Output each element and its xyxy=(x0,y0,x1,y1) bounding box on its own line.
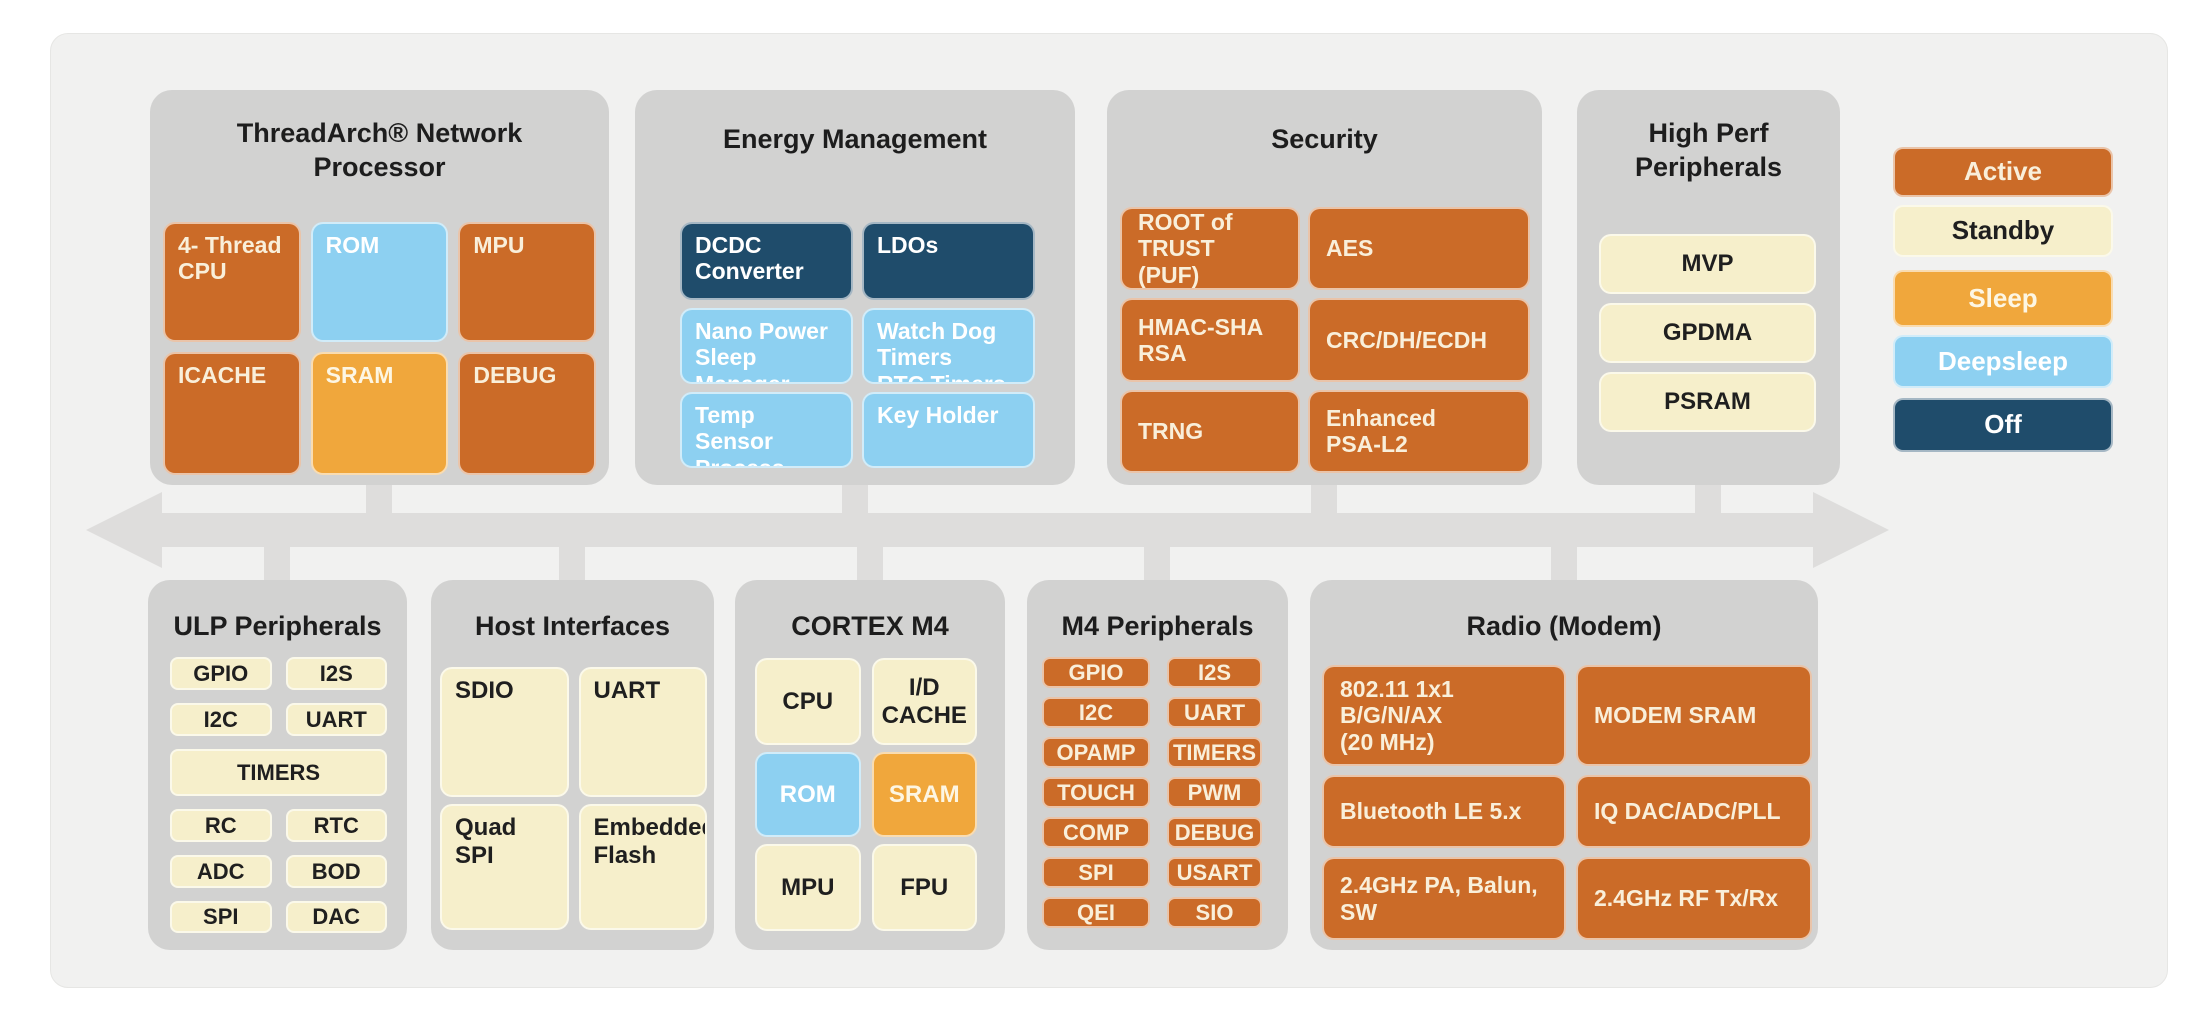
tile-ulp-timers: TIMERS xyxy=(170,749,387,796)
group-title-m4p: M4 Peripherals xyxy=(1061,611,1254,641)
tile-ulp-adc: ADC xyxy=(170,855,272,888)
tile-m4p-debug: DEBUG xyxy=(1167,817,1262,848)
tile-security-trng: TRNG xyxy=(1120,389,1300,473)
group-threadarch-network-processor: ThreadArch® Network Processor 4- Thread … xyxy=(150,90,609,485)
tile-highperf-psram: PSRAM xyxy=(1599,372,1816,432)
tile-energy-ldos: LDOs xyxy=(862,222,1035,300)
tile-m4p-pwm: PWM xyxy=(1167,777,1262,808)
tile-host-uart: UART xyxy=(578,667,707,797)
tile-m4p-comp: COMP xyxy=(1042,817,1150,848)
group-title-threadarch: ThreadArch® Network Processor xyxy=(236,118,523,182)
tile-ulp-bod: BOD xyxy=(285,855,387,888)
tile-cortex-id-cache: I/D CACHE xyxy=(871,658,977,745)
group-title-energy: Energy Management xyxy=(722,124,988,154)
group-title-highperf: High Perf Peripherals xyxy=(1634,118,1783,182)
tile-m4p-timers: TIMERS xyxy=(1167,737,1262,768)
system-bus xyxy=(160,513,1815,547)
tile-cortex-sram: SRAM xyxy=(871,752,977,837)
group-title-radio: Radio (Modem) xyxy=(1466,611,1662,641)
tile-m4p-i2c: I2C xyxy=(1042,697,1150,728)
tile-m4p-i2s: I2S xyxy=(1167,657,1262,688)
group-title-cortex: CORTEX M4 xyxy=(791,611,949,641)
tile-cortex-mpu: MPU xyxy=(755,844,861,931)
tile-host-quad-spi: Quad SPI xyxy=(440,804,569,930)
tile-m4p-spi: SPI xyxy=(1042,857,1150,888)
tile-ulp-spi: SPI xyxy=(170,901,272,933)
tile-energy-dcdc-converter: DCDC Converter xyxy=(680,222,853,300)
tile-ulp-rc: RC xyxy=(170,809,272,842)
legend-item-active: Active xyxy=(1893,147,2113,197)
group-radio-modem: Radio (Modem) 802.11 1x1 B/G/N/AX (20 MH… xyxy=(1310,580,1818,950)
tile-host-sdio: SDIO xyxy=(440,667,569,797)
tile-security-hmac-sha-rsa: HMAC-SHA RSA xyxy=(1120,298,1300,382)
tile-m4p-uart: UART xyxy=(1167,697,1262,728)
group-security: Security ROOT of TRUST (PUF) AES HMAC-SH… xyxy=(1107,90,1542,485)
tile-radio-iq-dac-adc-pll: IQ DAC/ADC/PLL xyxy=(1576,775,1812,848)
tile-energy-key-holder: Key Holder xyxy=(862,392,1035,468)
tile-cortex-rom: ROM xyxy=(755,752,861,837)
legend-item-off: Off xyxy=(1893,398,2113,452)
group-title-ulp: ULP Peripherals xyxy=(173,611,382,641)
tile-m4p-usart: USART xyxy=(1167,857,1262,888)
tile-threadarch-rom: ROM xyxy=(310,222,449,342)
tile-radio-24ghz-rf-tx-rx: 2.4GHz RF Tx/Rx xyxy=(1576,857,1812,940)
tile-security-aes: AES xyxy=(1308,207,1530,291)
bus-stub-threadarch xyxy=(366,480,392,520)
bus-right-arrowhead-icon xyxy=(1813,492,1889,568)
group-m4-peripherals: M4 Peripherals GPIO I2S I2C UART OPAMP T… xyxy=(1027,580,1288,950)
tile-m4p-gpio: GPIO xyxy=(1042,657,1150,688)
tile-energy-watchdog-rtc-timers: Watch Dog Timers RTC Timers xyxy=(862,308,1035,384)
tile-energy-nano-power-sleep-manager: Nano Power Sleep Manager xyxy=(680,308,853,384)
legend-item-deepsleep: Deepsleep xyxy=(1893,335,2113,388)
group-cortex-m4: CORTEX M4 CPU I/D CACHE ROM SRAM MPU FPU xyxy=(735,580,1005,950)
tile-radio-24ghz-pa-balun-sw: 2.4GHz PA, Balun, SW xyxy=(1322,857,1566,940)
bus-left-arrowhead-icon xyxy=(86,492,162,568)
tile-radio-bluetooth-le: Bluetooth LE 5.x xyxy=(1322,775,1566,848)
tile-m4p-touch: TOUCH xyxy=(1042,777,1150,808)
tile-m4p-qei: QEI xyxy=(1042,897,1150,928)
group-high-perf-peripherals: High Perf Peripherals MVP GPDMA PSRAM xyxy=(1577,90,1840,485)
tile-ulp-uart: UART xyxy=(285,703,387,736)
tile-security-enhanced-psa-l2: Enhanced PSA-L2 xyxy=(1308,389,1530,473)
tile-energy-temp-process-sensor: Temp Sensor Process Sensor xyxy=(680,392,853,468)
tile-cortex-fpu: FPU xyxy=(871,844,977,931)
tile-m4p-opamp: OPAMP xyxy=(1042,737,1150,768)
group-ulp-peripherals: ULP Peripherals GPIO I2S I2C UART TIMERS… xyxy=(148,580,407,950)
tile-ulp-rtc: RTC xyxy=(285,809,387,842)
bus-stub-security xyxy=(1311,480,1337,520)
legend-item-sleep: Sleep xyxy=(1893,270,2113,327)
group-host-interfaces: Host Interfaces SDIO UART Quad SPI Embed… xyxy=(431,580,714,950)
legend-item-standby: Standby xyxy=(1893,205,2113,257)
tile-threadarch-4-thread-cpu: 4- Thread CPU xyxy=(163,222,301,342)
group-title-security: Security xyxy=(1271,124,1378,154)
tile-threadarch-debug: DEBUG xyxy=(458,352,596,475)
tile-security-crc-dh-ecdh: CRC/DH/ECDH xyxy=(1308,298,1530,382)
tile-radio-80211: 802.11 1x1 B/G/N/AX (20 MHz) xyxy=(1322,665,1566,766)
tile-m4p-sio: SIO xyxy=(1167,897,1262,928)
tile-security-root-of-trust-puf: ROOT of TRUST (PUF) xyxy=(1120,207,1300,291)
tile-radio-modem-sram: MODEM SRAM xyxy=(1576,665,1812,766)
tile-threadarch-mpu: MPU xyxy=(458,222,596,342)
tile-cortex-cpu: CPU xyxy=(755,658,861,745)
group-title-host: Host Interfaces xyxy=(474,611,671,641)
tile-ulp-dac: DAC xyxy=(285,901,387,933)
tile-ulp-gpio: GPIO xyxy=(170,657,272,690)
tile-ulp-i2c: I2C xyxy=(170,703,272,736)
bus-stub-energy xyxy=(842,480,868,520)
group-energy-management: Energy Management DCDC Converter LDOs Na… xyxy=(635,90,1075,485)
tile-highperf-mvp: MVP xyxy=(1599,234,1816,294)
bus-stub-highperf xyxy=(1695,480,1721,520)
tile-highperf-gpdma: GPDMA xyxy=(1599,303,1816,363)
tile-threadarch-sram: SRAM xyxy=(310,352,449,475)
tile-ulp-i2s: I2S xyxy=(285,657,387,690)
tile-threadarch-icache: ICACHE xyxy=(163,352,301,475)
tile-host-embedded-flash: Embedded Flash xyxy=(578,804,707,930)
